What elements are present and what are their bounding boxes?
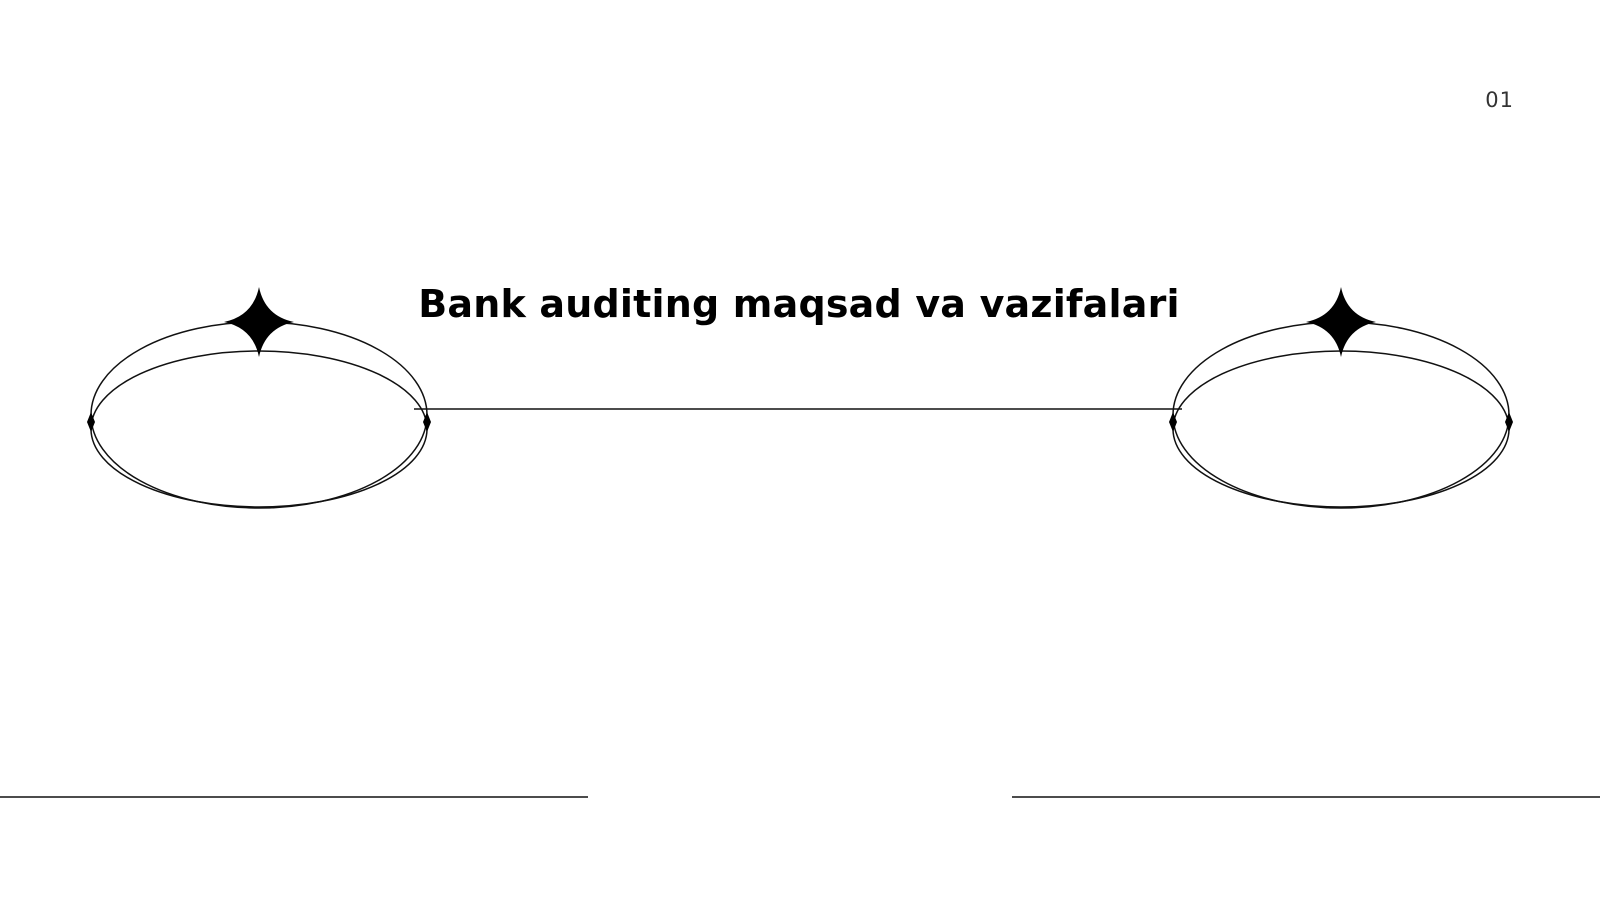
page-number: 01	[1485, 88, 1514, 112]
ring-side-notch	[1505, 412, 1513, 432]
ring-side-notch	[423, 412, 431, 432]
slide-title: Bank auditing maqsad va vazifalari	[418, 282, 1180, 326]
ring-side-notch	[1169, 412, 1177, 432]
sparkle-ring-icon	[1169, 287, 1513, 509]
sparkle-star	[224, 287, 294, 357]
ring-inner-lower	[90, 350, 428, 508]
sparkle-star	[1306, 287, 1376, 357]
ring-side-notch	[87, 412, 95, 432]
sparkle-ring-icon	[87, 287, 431, 509]
ring-inner-lower	[1172, 350, 1510, 508]
